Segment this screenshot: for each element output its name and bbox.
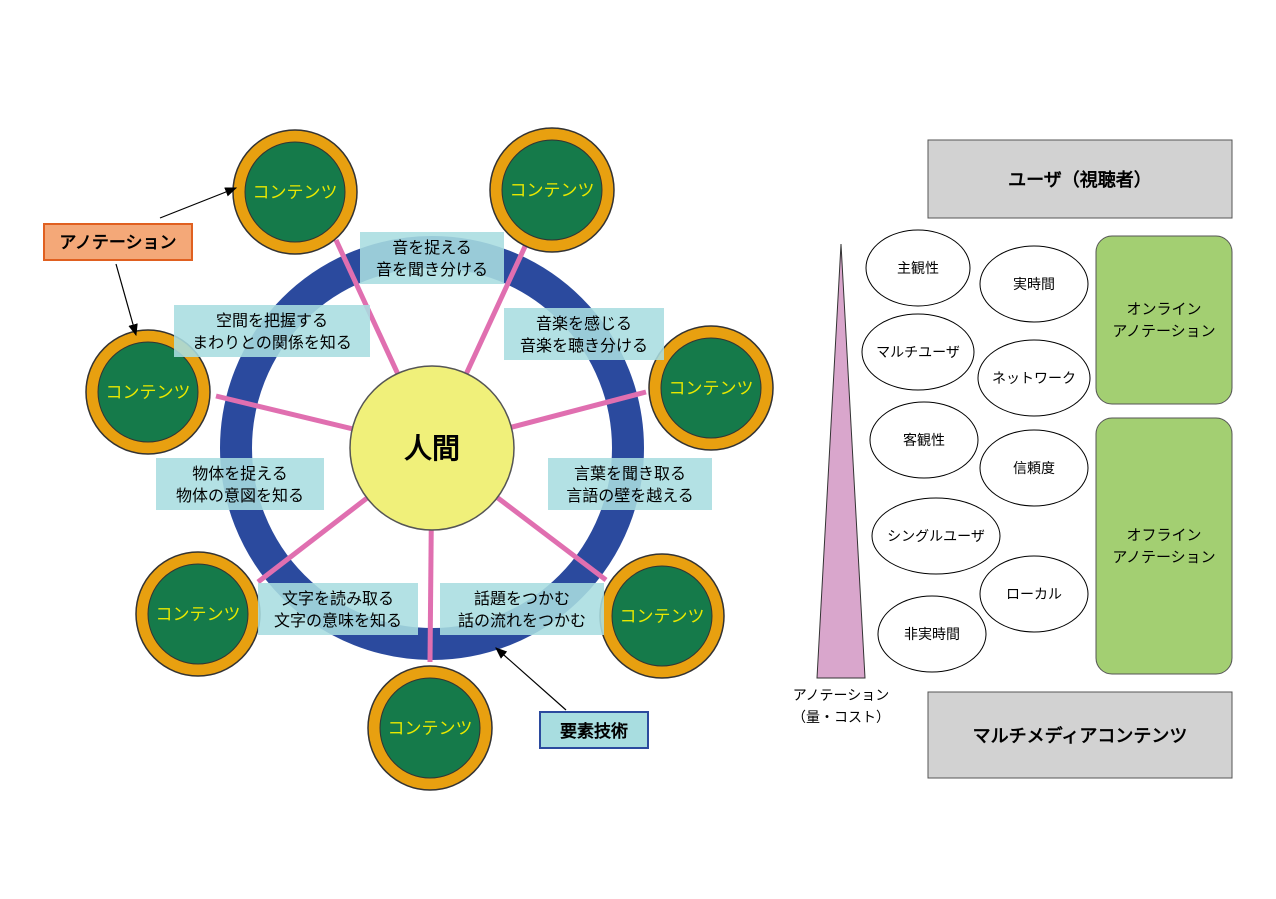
online-line1: オンライン xyxy=(1126,300,1201,318)
user-box-label: ユーザ（視聴者） xyxy=(1008,169,1152,191)
tech-box: 音を捉える 音を聞き分ける xyxy=(360,232,504,284)
attribute-ellipse: 客観性 xyxy=(869,401,979,479)
attribute-realtime: 実時間 xyxy=(1013,277,1055,293)
element-tech-arrow xyxy=(495,647,567,711)
tech-box: 音楽を感じる 音楽を聴き分ける xyxy=(504,308,664,360)
tech-box: 話題をつかむ 話の流れをつかむ xyxy=(440,583,604,635)
annotation-callout-label: アノテーション xyxy=(59,233,176,253)
tech-line1: 物体を捉える xyxy=(192,464,288,483)
tech-box: 空間を把握する まわりとの関係を知る xyxy=(174,305,370,357)
center-label: 人間 xyxy=(404,432,460,465)
annotation-arrow xyxy=(159,187,238,219)
content-node: コンテンツ xyxy=(367,665,493,791)
content-node: コンテンツ xyxy=(599,553,725,679)
tech-line2: 言語の壁を越える xyxy=(566,486,694,505)
tech-line2: 話の流れをつかむ xyxy=(458,611,586,630)
content-circle-inner xyxy=(147,563,249,665)
axis-label-line2: （量・コスト） xyxy=(792,710,890,726)
attribute-singleuser: シングルユーザ xyxy=(887,529,985,545)
attribute-ellipse: 実時間 xyxy=(979,245,1089,323)
content-node: コンテンツ xyxy=(85,329,211,455)
offline-line2: アノテーション xyxy=(1112,548,1215,566)
attribute-subjective: 主観性 xyxy=(897,260,939,277)
offline-annotation-box xyxy=(1095,417,1233,675)
content-label: コンテンツ xyxy=(620,607,705,627)
content-node: コンテンツ xyxy=(135,551,261,677)
tech-line1: 音を捉える xyxy=(392,238,472,257)
annotation-callout: アノテーション xyxy=(43,223,193,261)
content-box-label: マルチメディアコンテンツ xyxy=(973,725,1188,747)
attribute-ellipse: 主観性 xyxy=(865,229,971,307)
tech-line1: 文字を読み取る xyxy=(282,589,394,608)
offline-line1: オフライン xyxy=(1126,526,1201,544)
tech-line2: 音楽を聴き分ける xyxy=(520,336,648,355)
attribute-ellipse: マルチユーザ xyxy=(861,313,975,391)
content-circle-inner xyxy=(379,677,481,779)
axis-label-line1: アノテーション xyxy=(793,688,889,704)
tech-line2: 文字の意味を知る xyxy=(274,611,402,630)
attribute-reliability: 信頼度 xyxy=(1013,461,1055,477)
tech-line1: 言葉を聞き取る xyxy=(574,464,686,483)
attribute-ellipse: ローカル xyxy=(979,555,1089,633)
tech-line2: まわりとの関係を知る xyxy=(192,333,352,352)
content-circle-inner xyxy=(97,341,199,443)
content-node: コンテンツ xyxy=(648,325,774,451)
tech-box: 文字を読み取る 文字の意味を知る xyxy=(258,583,418,635)
content-label: コンテンツ xyxy=(669,379,754,399)
attribute-ellipse: シングルユーザ xyxy=(871,497,1001,575)
human-center-circle xyxy=(349,365,515,531)
content-box xyxy=(927,691,1233,779)
content-node: コンテンツ xyxy=(232,129,358,255)
content-circle-inner xyxy=(244,141,346,243)
online-annotation-box xyxy=(1095,235,1233,405)
attribute-network: ネットワーク xyxy=(992,371,1076,387)
attribute-nonrealtime: 非実時間 xyxy=(904,627,960,643)
tech-line1: 音楽を感じる xyxy=(536,314,632,333)
attribute-objective: 客観性 xyxy=(903,432,945,449)
content-label: コンテンツ xyxy=(156,605,241,625)
human-wheel-diagram: 人間 コンテンツ コンテンツ コンテンツ コンテンツ コンテンツ xyxy=(43,127,774,791)
attribute-ellipse: 非実時間 xyxy=(877,595,987,673)
attribute-local: ローカル xyxy=(1006,587,1062,603)
annotation-cost-triangle xyxy=(816,243,866,679)
user-box xyxy=(927,139,1233,219)
tech-line2: 音を聞き分ける xyxy=(376,260,488,279)
element-tech-callout-label: 要素技術 xyxy=(560,721,628,742)
tech-line1: 話題をつかむ xyxy=(474,589,570,608)
tech-box: 物体を捉える 物体の意図を知る xyxy=(156,458,324,510)
content-label: コンテンツ xyxy=(106,383,191,403)
online-line2: アノテーション xyxy=(1112,322,1215,340)
attribute-multiuser: マルチユーザ xyxy=(876,345,960,361)
attribute-ellipse: ネットワーク xyxy=(977,339,1091,417)
tech-line2: 物体の意図を知る xyxy=(176,486,304,505)
content-circle-inner xyxy=(501,139,603,241)
tech-box: 言葉を聞き取る 言語の壁を越える xyxy=(548,458,712,510)
content-node: コンテンツ xyxy=(489,127,615,253)
content-circle-inner xyxy=(611,565,713,667)
content-label: コンテンツ xyxy=(253,183,338,203)
tech-line1: 空間を把握する xyxy=(216,311,328,330)
annotation-attribute-diagram: ユーザ（視聴者） マルチメディアコンテンツ オンライン アノテーション オフライ… xyxy=(792,139,1233,779)
content-label: コンテンツ xyxy=(388,719,473,739)
content-label: コンテンツ xyxy=(510,181,595,201)
attribute-ellipse: 信頼度 xyxy=(979,429,1089,507)
content-circle-inner xyxy=(660,337,762,439)
element-tech-callout: 要素技術 xyxy=(539,711,649,749)
annotation-arrow xyxy=(115,263,138,337)
